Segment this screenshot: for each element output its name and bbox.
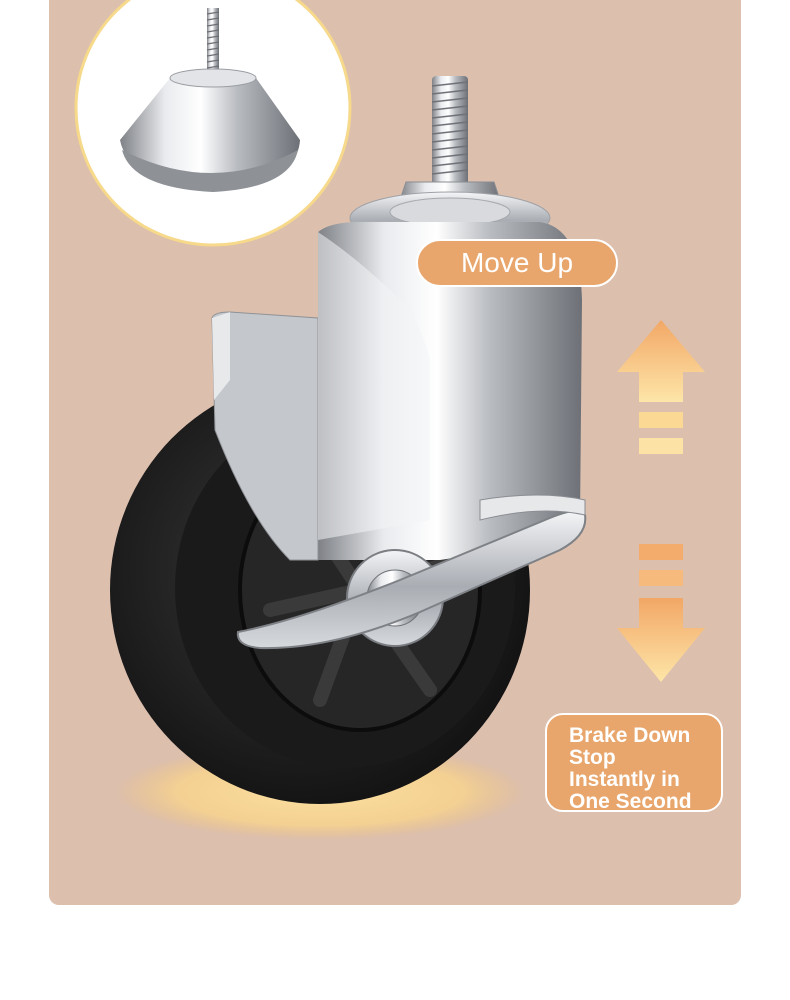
inset-foot-cup <box>74 0 352 247</box>
threaded-stem <box>349 76 551 245</box>
move-up-callout: Move Up <box>416 239 618 287</box>
arrow-down-icon <box>617 544 705 682</box>
brake-callout: Brake Down Stop Instantly in One Second <box>545 713 723 812</box>
brake-pedal <box>236 494 587 650</box>
brake-line-4: One Second <box>569 790 692 812</box>
brake-line-1: Brake Down <box>569 724 691 747</box>
caster-fork <box>211 222 582 561</box>
brake-line-2: Stop <box>569 746 616 769</box>
arrow-up-icon <box>617 320 705 454</box>
brake-line-3: Instantly in <box>569 768 680 791</box>
